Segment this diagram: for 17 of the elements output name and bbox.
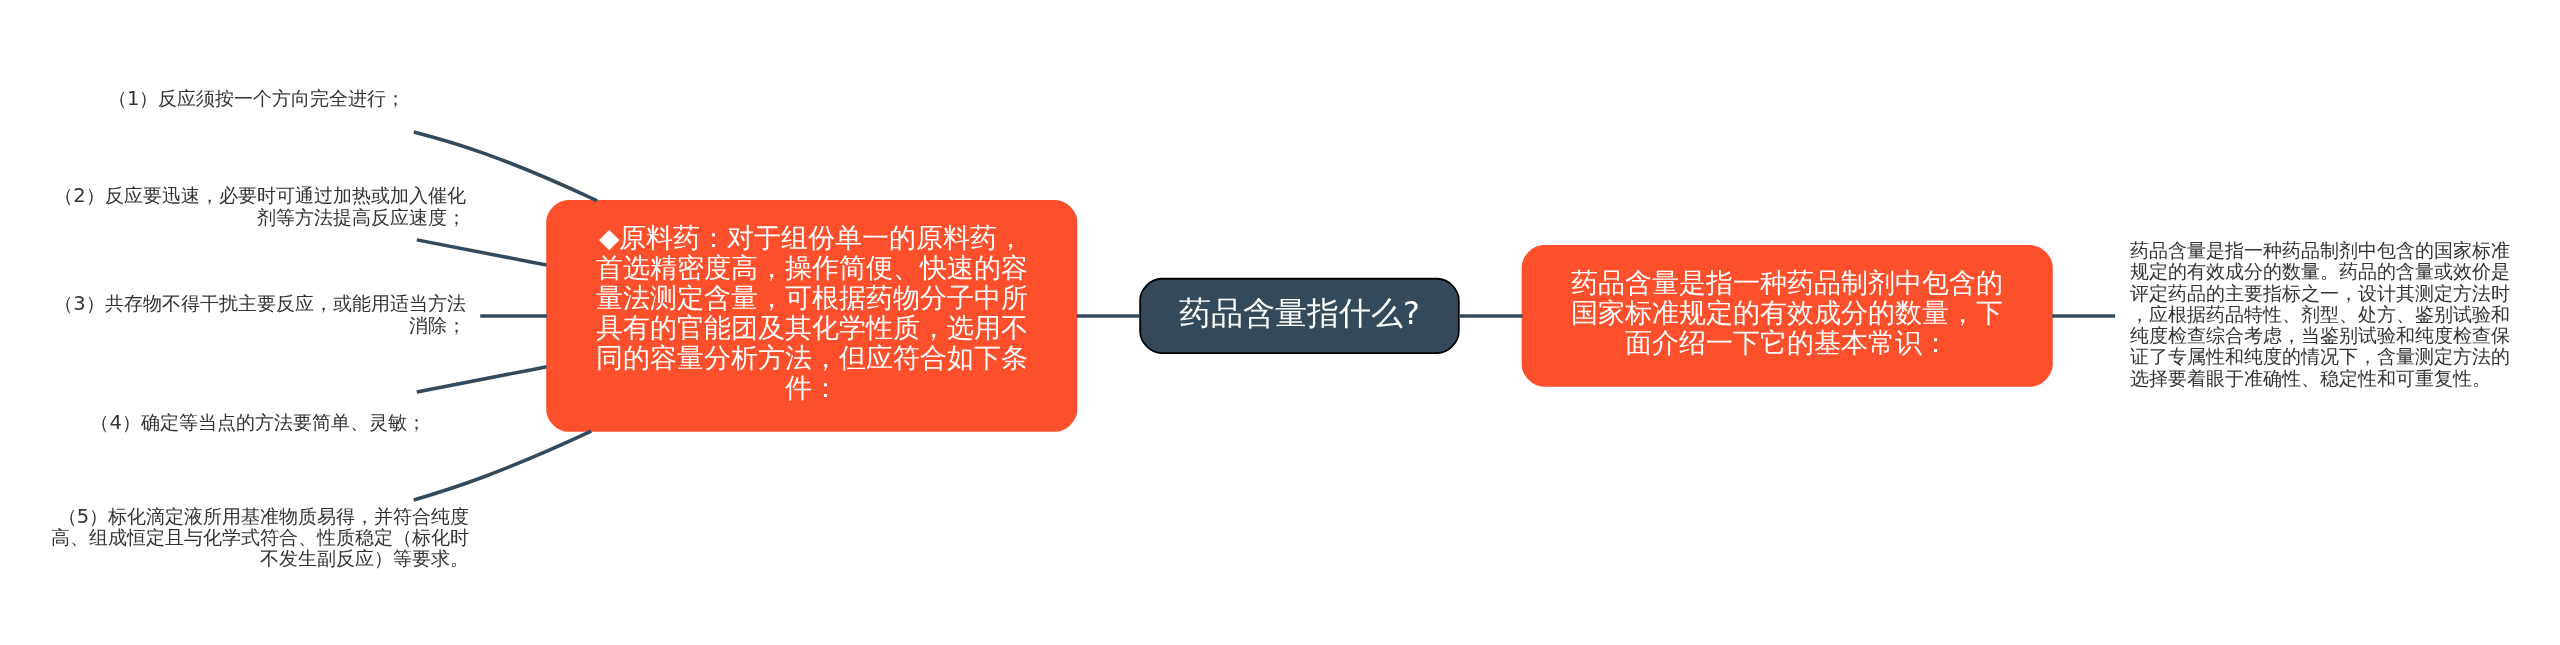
- node-text: （4）确定等当点的方法要简单、灵敏；: [90, 410, 426, 434]
- node-text: （2）反应要迅速，必要时可通过加热或加入催化剂等方法提高反应速度；: [54, 183, 466, 229]
- connector: [1459, 313, 1523, 318]
- connector: [1076, 313, 1141, 318]
- node-box: 药品含量指什么?: [1139, 277, 1460, 354]
- node-text: 药品含量是指一种药品制剂中包含的国家标准规定的有效成分的数量。药品的含量或效价是评定药品的主要指标之一，设计其测定方法时，应根据药品特性、剂型、处方、鉴别试验和纯度检查综合考虑，当鉴别试验和纯度检查保证了专属性和纯度的情况下，含量测定方法的选择要着眼于准确性、稳定性和可重复性。: [2129, 238, 2510, 390]
- connector: [2052, 313, 2116, 318]
- connector: [413, 429, 592, 502]
- node-text: （1）反应须按一个方向完全进行；: [108, 86, 406, 110]
- node-text: （3）共存物不得干扰主要反应，或能用适当方法消除；: [54, 291, 466, 336]
- node-box: 药品含量是指一种药品制剂中包含的国家标准规定的有效成分的数量，下面介绍一下它的基本常识：: [1521, 244, 2053, 387]
- connector: [416, 237, 547, 267]
- node-text: （5）标化滴定液所用基准物质易得，并符合纯度高、组成恒定且与化学式符合、性质稳定（标化时不发生副反应）等要求。: [51, 504, 470, 570]
- connector: [416, 364, 547, 394]
- connector: [413, 129, 598, 202]
- node-box: ◆原料药：对于组份单一的原料药，首选精密度高，操作简便、快速的容量法测定含量，可根据药物分子中所具有的官能团及其化学性质，选用不同的容量分析方法，但应符合如下条件：: [546, 199, 1078, 432]
- connector: [480, 313, 547, 318]
